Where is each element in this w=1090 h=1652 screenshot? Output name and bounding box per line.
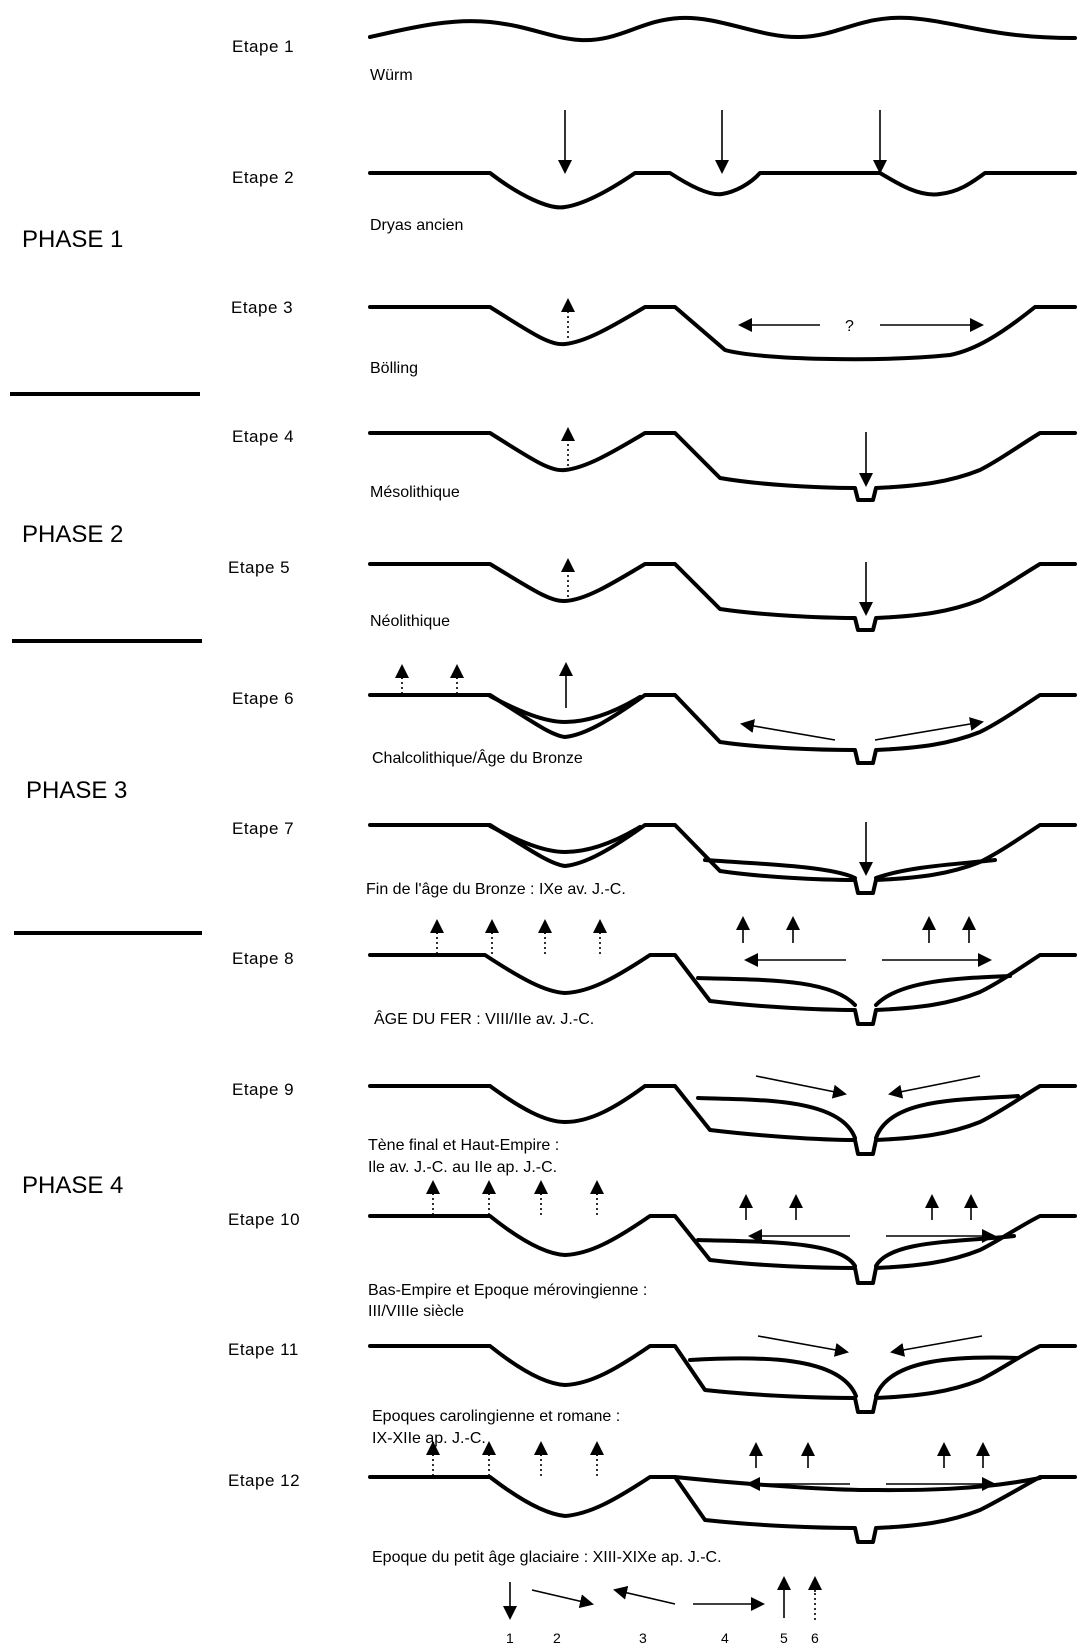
fill-layer bbox=[688, 1356, 858, 1398]
lateral-arrow bbox=[874, 717, 984, 741]
phase-2-label: PHASE 2 bbox=[22, 521, 123, 548]
profile-step-8 bbox=[368, 953, 1077, 1026]
step-9-label: Etape 9 bbox=[232, 1080, 294, 1099]
fill-layer bbox=[488, 694, 642, 724]
step-10-label: Etape 10 bbox=[228, 1210, 300, 1229]
step-7-label: Etape 7 bbox=[232, 819, 294, 838]
phase-4-label: PHASE 4 bbox=[22, 1172, 123, 1199]
period-caption: Epoques carolingienne et romane : bbox=[372, 1408, 620, 1425]
lateral-arrow bbox=[755, 1075, 847, 1099]
profile-step-5 bbox=[368, 562, 1077, 632]
step-5-label: Etape 5 bbox=[228, 558, 290, 577]
lateral-arrow bbox=[890, 1335, 983, 1357]
phase-1-label: PHASE 1 bbox=[22, 226, 123, 253]
period-caption: Ile av. J.-C. au IIe ap. J.-C. bbox=[368, 1159, 557, 1176]
legend-number-1: 1 bbox=[506, 1630, 514, 1646]
step-4-label: Etape 4 bbox=[232, 427, 294, 446]
period-caption: Fin de l'âge du Bronze : IXe av. J.-C. bbox=[366, 881, 626, 898]
step-6-label: Etape 6 bbox=[232, 689, 294, 708]
fill-layer bbox=[488, 824, 642, 854]
legend-number-3: 3 bbox=[639, 1630, 647, 1646]
period-caption: ÂGE DU FER : VIII/IIe av. J.-C. bbox=[374, 1009, 594, 1028]
period-caption: III/VIIIe siècle bbox=[368, 1303, 464, 1320]
period-caption: Chalcolithique/Âge du Bronze bbox=[372, 748, 583, 767]
fill-layer bbox=[874, 1355, 1020, 1398]
phase-3-label: PHASE 3 bbox=[26, 777, 127, 804]
profile-step-6 bbox=[368, 693, 1077, 765]
period-caption: Mésolithique bbox=[370, 484, 460, 501]
period-caption: Dryas ancien bbox=[370, 217, 463, 234]
fill-layer bbox=[874, 858, 997, 880]
fill-layer bbox=[696, 1238, 857, 1268]
profile-step-1 bbox=[368, 15, 1077, 43]
fill-layer bbox=[703, 858, 857, 880]
period-caption: Bölling bbox=[370, 360, 418, 377]
period-caption: Bas-Empire et Epoque mérovingienne : bbox=[368, 1282, 647, 1299]
step-11-label: Etape 11 bbox=[228, 1340, 299, 1359]
step-3-label: Etape 3 bbox=[231, 298, 293, 317]
period-caption: Epoque du petit âge glaciaire : XIII-XIX… bbox=[372, 1549, 722, 1566]
fill-layer bbox=[874, 1094, 1020, 1140]
step-12-label: Etape 12 bbox=[228, 1471, 300, 1490]
profile-step-11 bbox=[368, 1344, 1077, 1414]
legend-number-6: 6 bbox=[811, 1630, 819, 1646]
legend-number-2: 2 bbox=[553, 1630, 561, 1646]
step-1-label: Etape 1 bbox=[232, 37, 294, 56]
fill-layer bbox=[696, 1096, 857, 1140]
legend-symbol-3-transport bbox=[613, 1585, 676, 1605]
period-caption: IX-XIIe ap. J.-C. bbox=[372, 1430, 486, 1447]
question-mark: ? bbox=[845, 318, 854, 335]
step-8-label: Etape 8 bbox=[232, 949, 294, 968]
fill-layer bbox=[874, 974, 1012, 1007]
legend-number-4: 4 bbox=[721, 1630, 729, 1646]
profile-step-10 bbox=[368, 1214, 1077, 1285]
period-caption: Tène final et Haut-Empire : bbox=[368, 1137, 559, 1154]
step-2-label: Etape 2 bbox=[232, 168, 294, 187]
profile-step-2 bbox=[368, 171, 1077, 210]
profile-step-9 bbox=[368, 1084, 1077, 1156]
profile-step-12 bbox=[368, 1475, 1077, 1544]
profile-step-3 bbox=[368, 305, 1077, 362]
lateral-arrow bbox=[888, 1075, 981, 1099]
fill-layer bbox=[696, 976, 857, 1007]
legend-symbol-2-transport bbox=[531, 1589, 594, 1609]
profile-step-4 bbox=[368, 431, 1077, 502]
legend-number-5: 5 bbox=[780, 1630, 788, 1646]
period-caption: Néolithique bbox=[370, 613, 450, 630]
period-caption: Würm bbox=[370, 67, 413, 84]
lateral-arrow bbox=[757, 1335, 849, 1357]
lateral-arrow bbox=[740, 719, 836, 741]
